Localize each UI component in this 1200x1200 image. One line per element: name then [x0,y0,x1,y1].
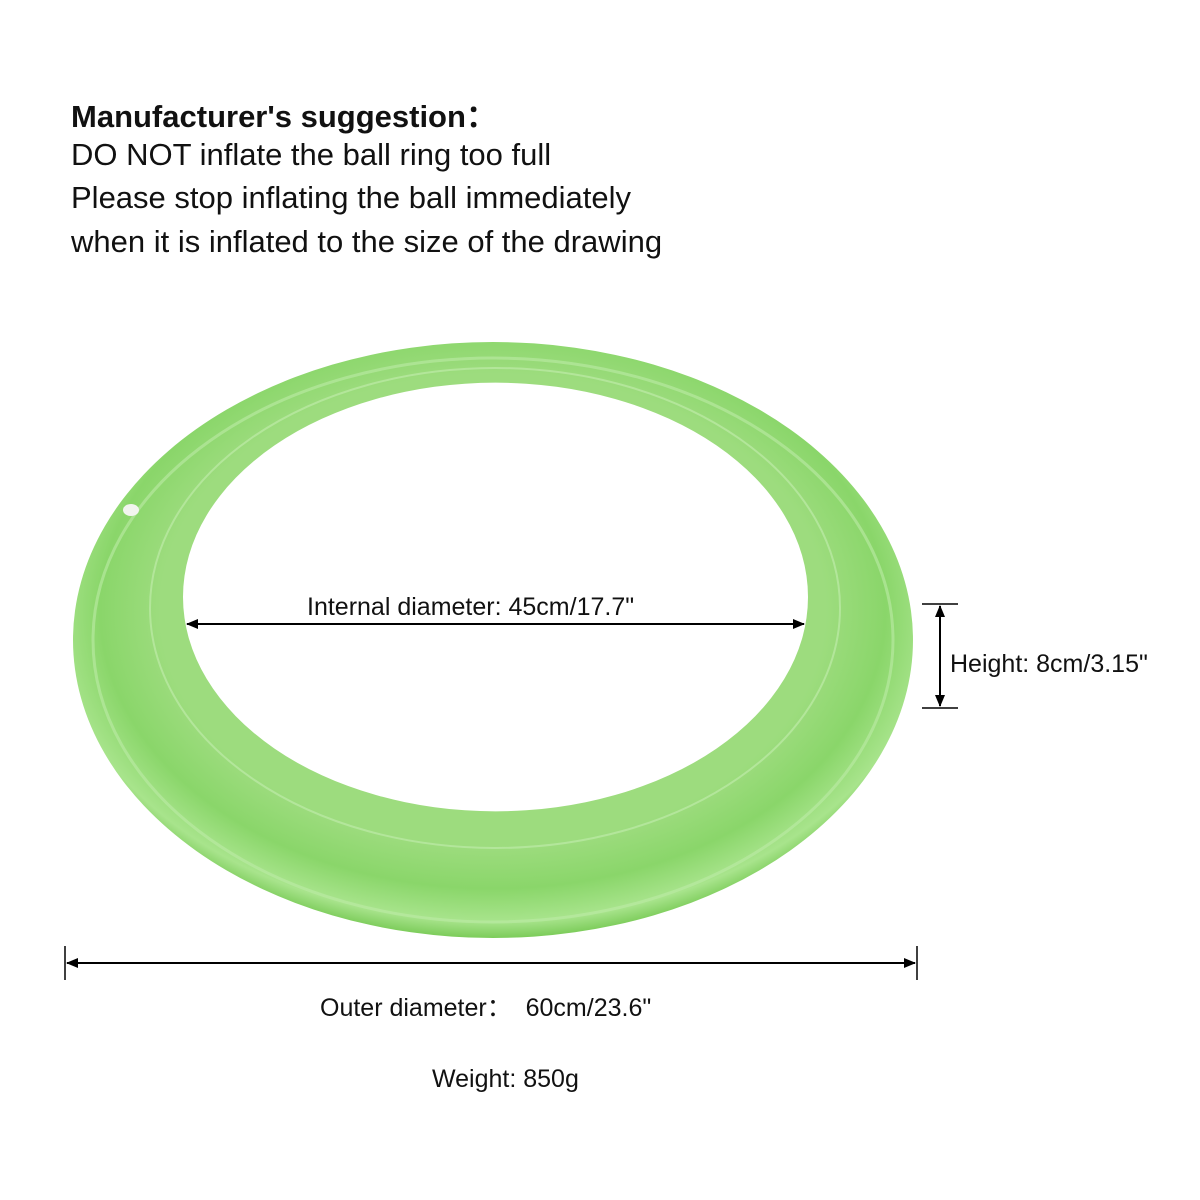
ring-seam [149,367,841,849]
ring-highlight [91,356,895,924]
height-label: Height: 8cm/3.15" [950,650,1148,678]
green-ring [73,342,913,938]
notice-line: DO NOT inflate the ball ring too full [71,137,552,172]
internal-diameter-label: Internal diameter: 45cm/17.7" [307,593,635,621]
weight-label: Weight: 850g [432,1065,579,1093]
notice-line: when it is inflated to the size of the d… [71,224,663,259]
outer-diameter-label: Outer diameter： 60cm/23.6" [320,994,652,1022]
valve-dot [123,504,139,516]
notice-line: Please stop inflating the ball immediate… [71,180,632,215]
notice-title: Manufacturer's suggestion： [71,99,497,134]
